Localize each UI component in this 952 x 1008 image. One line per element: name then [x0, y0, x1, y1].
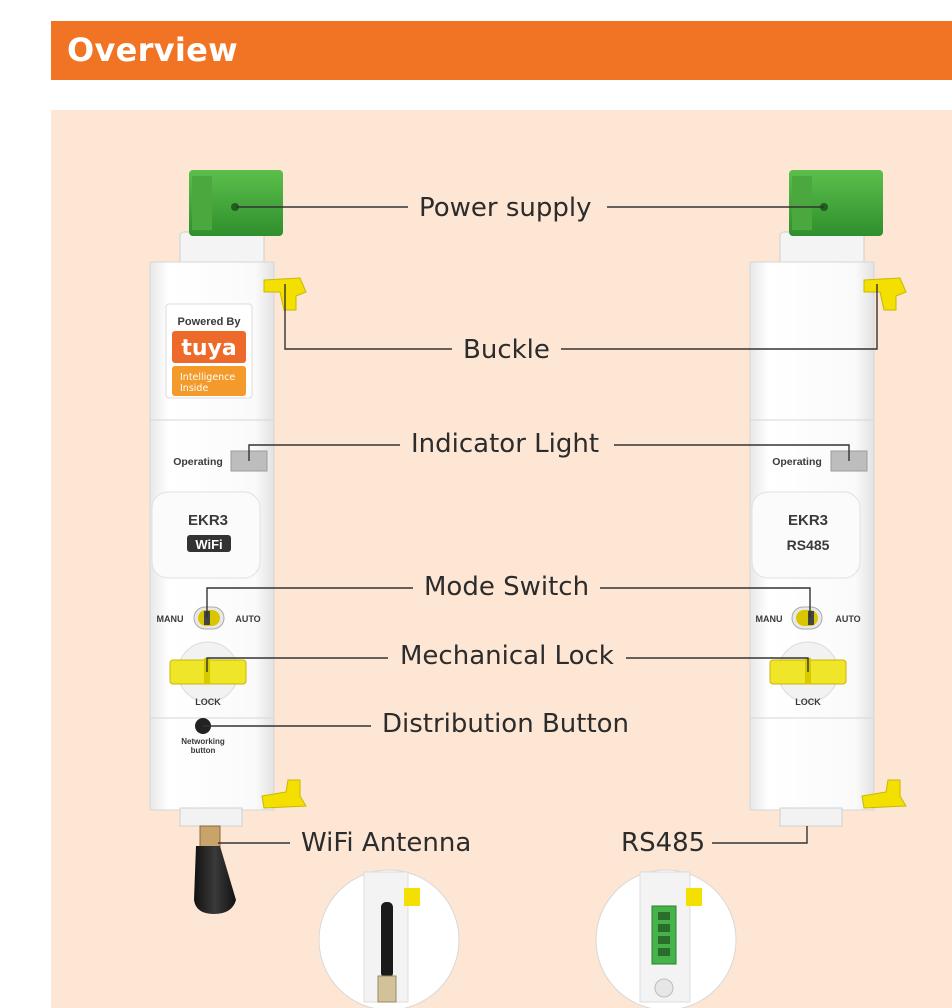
lower-housing-left	[149, 717, 275, 811]
device-left: Powered By tuya Intelligence Inside Oper…	[149, 170, 307, 914]
callout-buckle: Buckle	[463, 335, 550, 365]
callout-mechanical-lock: Mechanical Lock	[400, 641, 614, 671]
lock-label-left: LOCK	[195, 697, 221, 707]
lock-label-right: LOCK	[795, 697, 821, 707]
networking-label-1: Networking	[181, 737, 225, 746]
networking-label-2: button	[191, 746, 216, 755]
callout-rs485: RS485	[621, 828, 705, 858]
model-label-right: EKR3	[788, 512, 828, 529]
tuya-badge: Powered By tuya Intelligence Inside	[165, 303, 253, 399]
auto-label-left: AUTO	[235, 614, 260, 624]
model-label-left: EKR3	[188, 512, 228, 529]
callout-wifi-antenna: WiFi Antenna	[301, 828, 471, 858]
badge-top-text: Powered By	[178, 316, 242, 328]
manu-label-left: MANU	[157, 614, 184, 624]
callout-lines	[203, 206, 878, 844]
callout-distribution-button: Distribution Button	[382, 709, 629, 739]
wifi-antenna	[194, 825, 236, 914]
mode-switch-left[interactable]	[193, 606, 225, 630]
variant-label-left: WiFi	[195, 537, 222, 552]
variant-label-right: RS485	[787, 537, 830, 553]
mode-switch-right[interactable]	[791, 606, 823, 630]
badge-brand-text: tuya	[181, 336, 236, 361]
section-header: Overview	[51, 21, 952, 80]
callout-indicator-light: Indicator Light	[411, 429, 599, 459]
antenna-detail-circle	[318, 869, 460, 1008]
callout-power-supply: Power supply	[419, 193, 592, 223]
auto-label-right: AUTO	[835, 614, 860, 624]
device-right: Operating EKR3 RS485 MANU AUTO LOCK	[749, 170, 907, 827]
section-title: Overview	[67, 31, 239, 69]
callout-mode-switch: Mode Switch	[424, 572, 589, 602]
operating-label-right: Operating	[772, 456, 822, 468]
manu-label-right: MANU	[756, 614, 783, 624]
buckle-bottom-right	[861, 779, 907, 809]
badge-bottom-text-2: Inside	[180, 383, 208, 394]
badge-bottom-text-1: Intelligence	[180, 372, 235, 383]
buckle-bottom-left	[261, 779, 307, 809]
buckle-top-right	[863, 277, 907, 311]
rs485-detail-circle	[595, 869, 737, 1008]
operating-label-left: Operating	[173, 456, 223, 468]
